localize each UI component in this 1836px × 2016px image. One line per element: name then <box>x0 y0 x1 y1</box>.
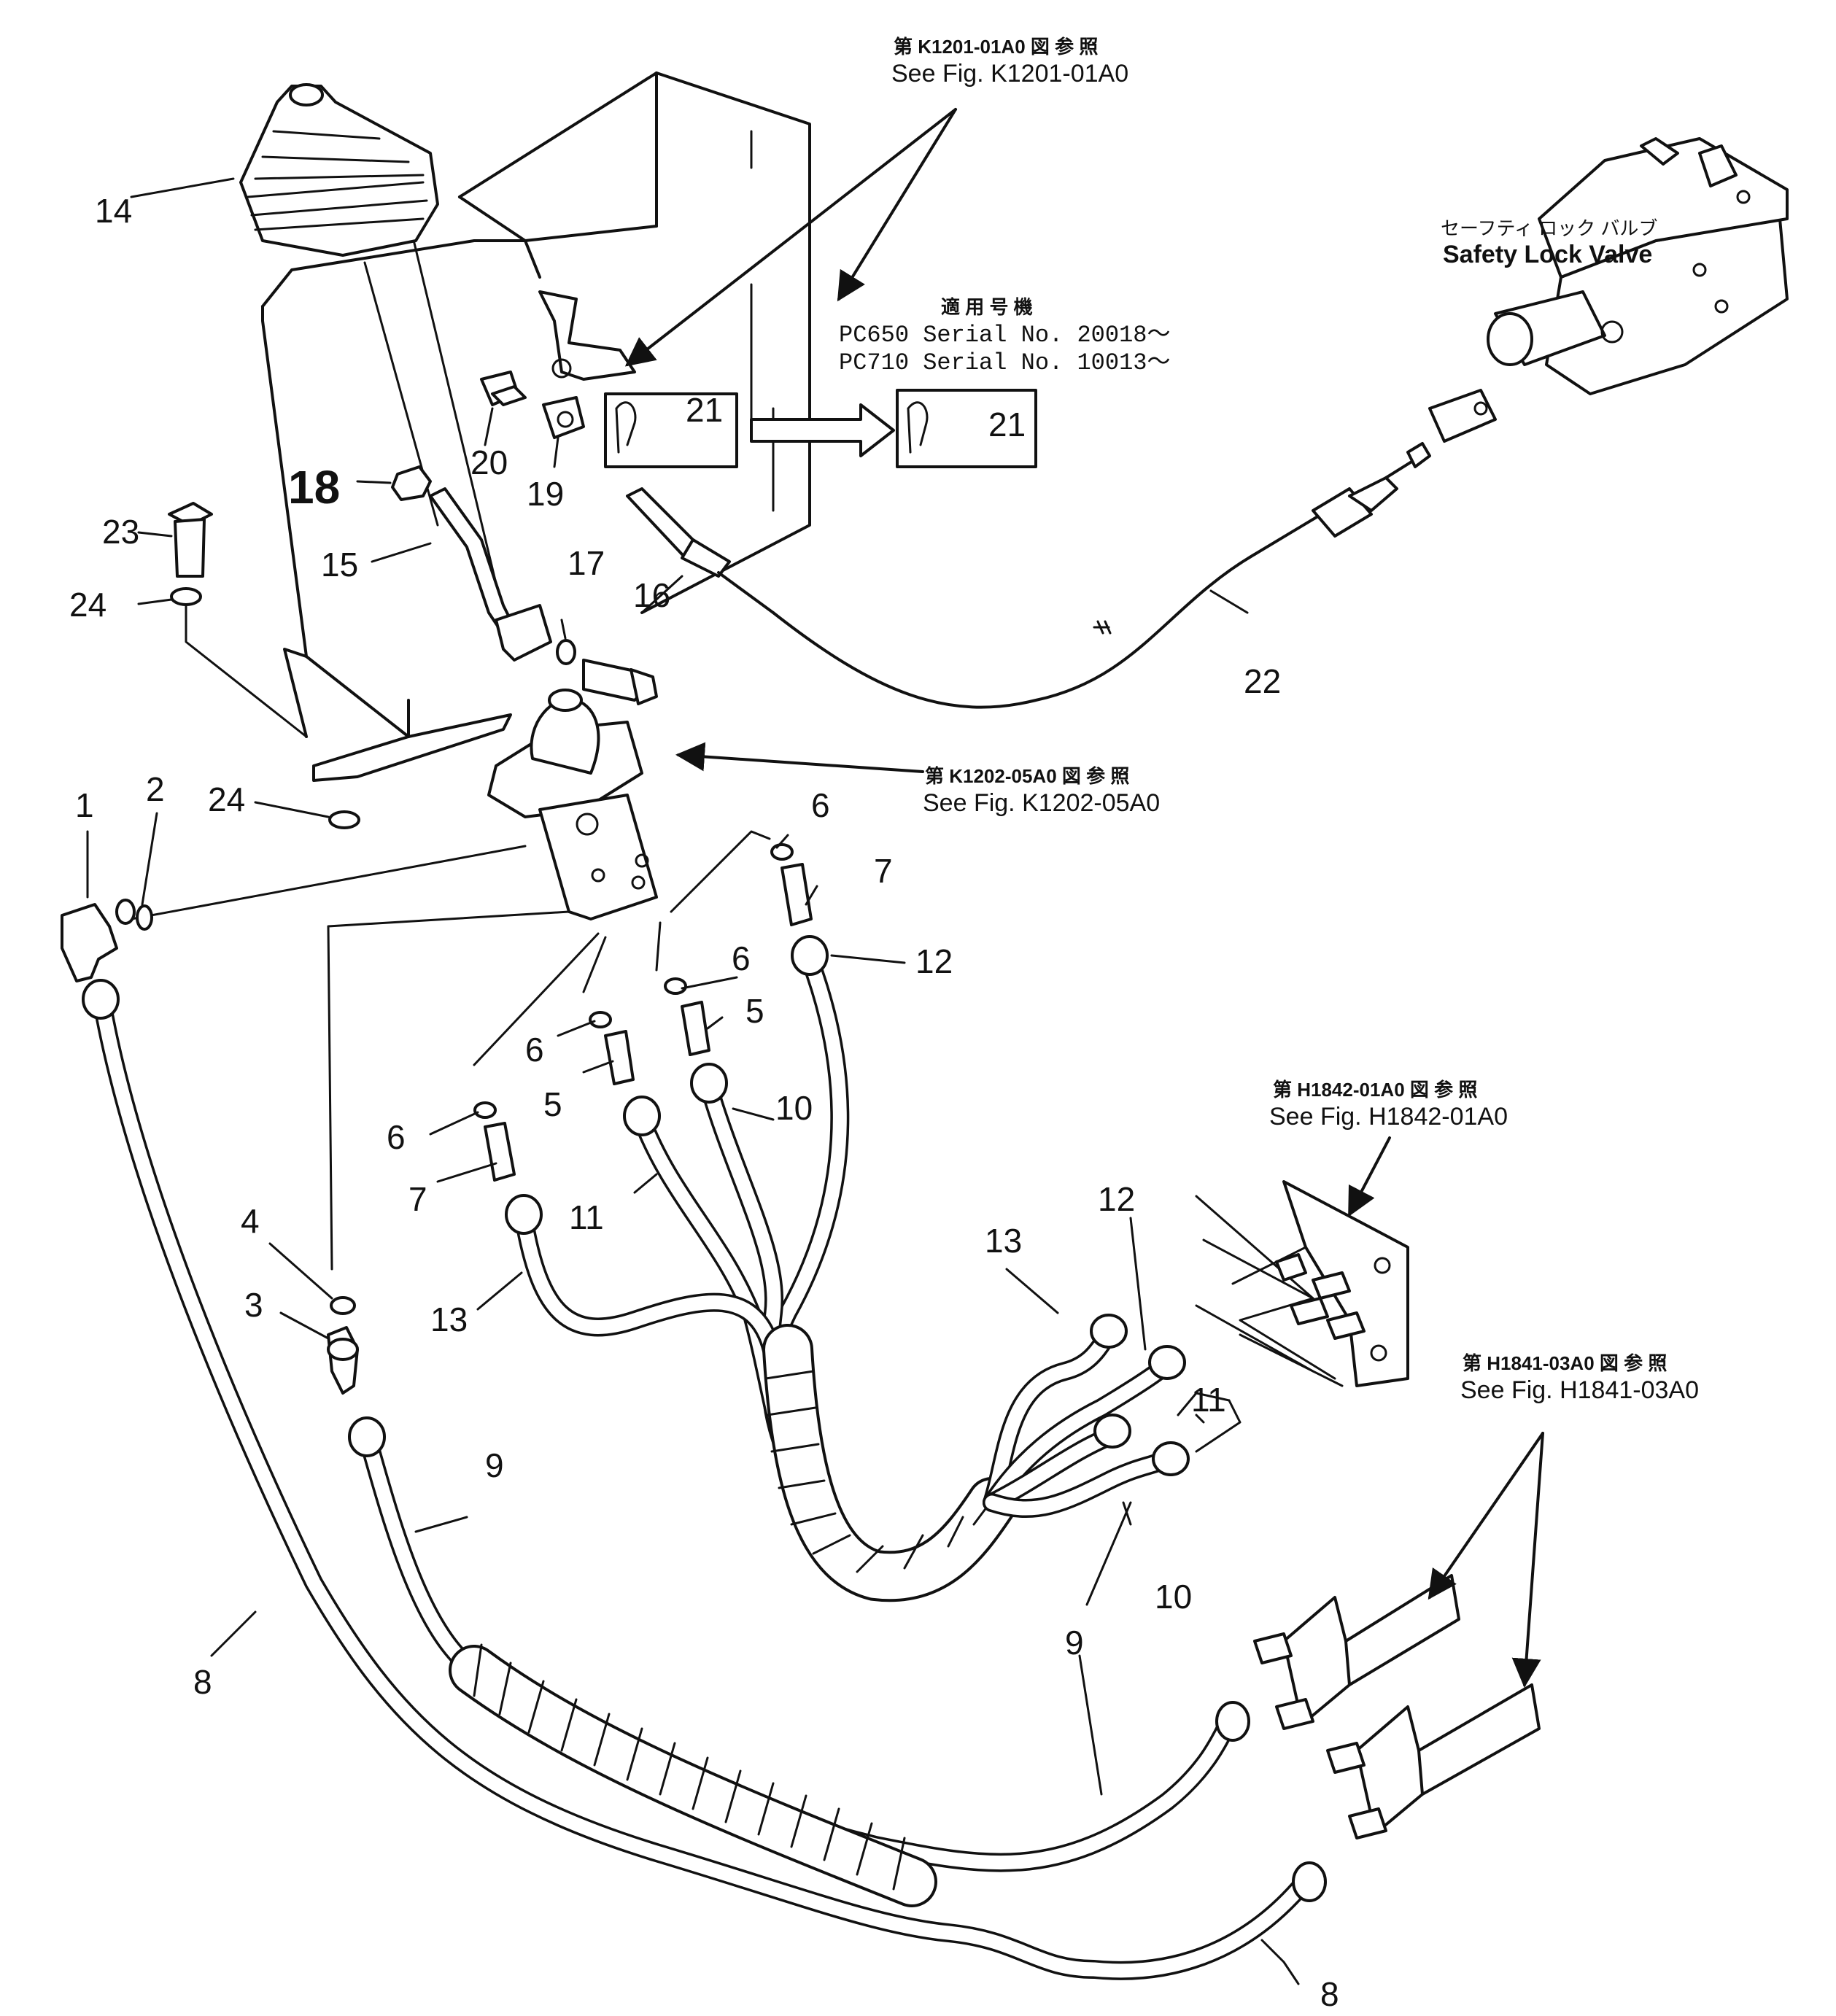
oring-4 <box>330 1296 356 1315</box>
pilot-valve <box>487 689 658 920</box>
control-console-housing <box>261 71 811 782</box>
svg-text:See Fig. H1841-03A0: See Fig. H1841-03A0 <box>1460 1376 1699 1404</box>
adapter-5-b <box>604 1030 635 1085</box>
svg-text:See Fig. K1201-01A0: See Fig. K1201-01A0 <box>891 60 1128 88</box>
hose-8 <box>82 979 1327 1980</box>
part-label-24-bottom: 24 <box>208 780 245 818</box>
part-label-13-b: 13 <box>985 1222 1022 1260</box>
svg-text:第 K1201-01A0 図 参 照: 第 K1201-01A0 図 参 照 <box>894 36 1098 58</box>
part-label-6-b: 6 <box>732 939 751 977</box>
cable-coupling <box>1428 389 1497 443</box>
detail-box-after <box>896 389 1037 468</box>
oring-6-b <box>664 977 687 995</box>
part-label-11-a: 11 <box>569 1198 604 1236</box>
part-number-labels: 14 18 20 19 23 15 24 17 16 22 24 1 2 6 7… <box>69 192 1339 2013</box>
lock-bracket <box>538 290 636 381</box>
part-label-17: 17 <box>568 544 605 582</box>
oring-6-a <box>770 843 794 861</box>
part-label-13-a: 13 <box>430 1300 468 1338</box>
block-19 <box>542 396 585 439</box>
part-label-7-b: 7 <box>408 1180 427 1218</box>
adapter-7-b <box>484 1122 516 1182</box>
oring-6-d <box>473 1101 497 1119</box>
part-label-10-b: 10 <box>1155 1578 1192 1616</box>
nut-18 <box>391 465 432 501</box>
part-label-19: 19 <box>527 475 564 513</box>
lock-cable-22 <box>626 442 1431 709</box>
ref-k1201: 第 K1201-01A0 図 参 照 See Fig. K1201-01A0 <box>891 36 1128 88</box>
lever-boot <box>239 83 439 257</box>
detail-box-before <box>604 392 738 468</box>
part-label-9-a: 9 <box>485 1446 504 1484</box>
svg-text:セーフティ ロック バルブ: セーフティ ロック バルブ <box>1441 217 1657 239</box>
part-label-8-b: 8 <box>1320 1975 1339 2013</box>
svg-text:Safety Lock Valve: Safety Lock Valve <box>1443 241 1652 268</box>
svg-text:第 H1841-03A0 図 参 照: 第 H1841-03A0 図 参 照 <box>1463 1352 1667 1374</box>
detail-arrow <box>750 403 895 457</box>
part-label-1: 1 <box>75 786 94 824</box>
part-label-15: 15 <box>321 546 358 584</box>
port-leader-lines <box>130 830 1336 1380</box>
part-label-23: 23 <box>102 513 139 551</box>
adapter-5-a <box>681 1001 710 1056</box>
ref-h1841: 第 H1841-03A0 図 参 照 See Fig. H1841-03A0 <box>1460 1352 1699 1404</box>
svg-text:See Fig. K1202-05A0: See Fig. K1202-05A0 <box>923 789 1160 817</box>
ref-k1202: 第 K1202-05A0 図 参 照 See Fig. K1202-05A0 <box>923 765 1160 817</box>
part-label-4: 4 <box>241 1202 260 1240</box>
svg-text:適 用 号 機: 適 用 号 機 <box>941 296 1033 318</box>
hose-bundle-wrap <box>762 1324 1018 1602</box>
oring-2 <box>136 904 153 931</box>
manifold-plate-h1842 <box>1195 1180 1409 1387</box>
bottom-hose-wrap <box>449 1643 937 1907</box>
leader-lines <box>86 177 1300 1985</box>
oring-6-c <box>589 1011 612 1028</box>
hose-bundle-branches <box>983 1314 1190 1519</box>
part-label-5-b: 5 <box>543 1085 562 1123</box>
svg-text:第 H1842-01A0 図 参 照: 第 H1842-01A0 図 参 照 <box>1273 1079 1477 1101</box>
tee-fitting-3 <box>327 1326 359 1395</box>
svg-text:第 K1202-05A0 図 参 照: 第 K1202-05A0 図 参 照 <box>925 765 1129 787</box>
safety-lock-valve-label: セーフティ ロック バルブ Safety Lock Valve <box>1441 217 1657 268</box>
part-label-7-a: 7 <box>874 852 893 890</box>
part-label-5-a: 5 <box>745 992 764 1030</box>
svg-text:See Fig. H1842-01A0: See Fig. H1842-01A0 <box>1269 1103 1508 1131</box>
applicability-note: 適 用 号 機 PC650 Serial No. 20018～ PC710 Se… <box>839 296 1170 376</box>
lock-lever-15 <box>429 487 552 662</box>
part-label-18: 18 <box>288 461 340 513</box>
part-label-6-c: 6 <box>525 1031 544 1069</box>
part-label-12-a: 12 <box>915 942 953 980</box>
part-label-3: 3 <box>244 1286 263 1324</box>
safety-lock-valve <box>1487 137 1789 395</box>
part-label-8-a: 8 <box>193 1663 212 1701</box>
elbow-fitting-1 <box>61 899 136 982</box>
washer-24-top <box>170 587 202 606</box>
part-label-10-a: 10 <box>775 1089 813 1127</box>
ref-h1842: 第 H1842-01A0 図 参 照 See Fig. H1842-01A0 <box>1269 1079 1508 1131</box>
part-label-6-a: 6 <box>811 786 830 824</box>
detail-after-label: 21 <box>988 406 1026 443</box>
washer-24-bottom <box>328 810 360 829</box>
pressure-switch-upper <box>1253 1574 1460 1730</box>
svg-text:PC710 Serial No. 10013～: PC710 Serial No. 10013～ <box>839 349 1170 376</box>
svg-text:PC650 Serial No. 20018～: PC650 Serial No. 20018～ <box>839 322 1170 349</box>
bolt-16 <box>582 659 658 705</box>
washer-17 <box>556 639 576 665</box>
part-label-12-b: 12 <box>1098 1180 1135 1218</box>
part-label-14: 14 <box>95 192 132 230</box>
adapter-7-a <box>781 863 813 926</box>
part-label-2: 2 <box>146 770 165 808</box>
part-label-9-b: 9 <box>1065 1624 1084 1662</box>
detail-before-label: 21 <box>686 391 723 429</box>
part-label-16: 16 <box>633 576 670 614</box>
bolt-20 <box>480 371 527 406</box>
pressure-switch-lower <box>1326 1683 1541 1839</box>
reference-arrows <box>624 108 1544 1688</box>
bolt-23 <box>168 502 213 578</box>
part-label-22: 22 <box>1244 662 1281 700</box>
part-label-11-b: 11 <box>1191 1381 1226 1419</box>
part-label-20: 20 <box>470 443 508 481</box>
part-label-24-top: 24 <box>69 586 106 624</box>
part-label-6-d: 6 <box>387 1118 406 1156</box>
